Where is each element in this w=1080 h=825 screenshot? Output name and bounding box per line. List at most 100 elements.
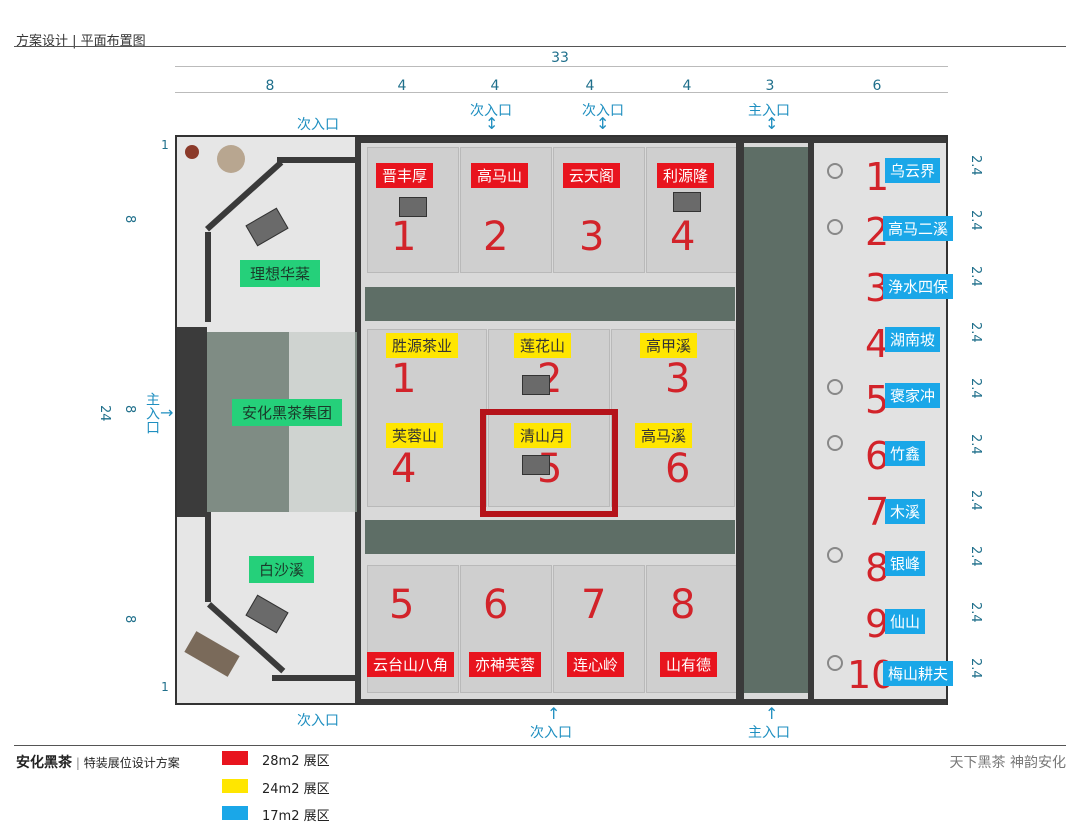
legend-swatch-yellow <box>222 779 248 793</box>
wall <box>205 232 211 322</box>
vertical-corridor <box>744 147 808 693</box>
entrance-secondary-bottom: 次入口 <box>530 725 572 741</box>
wall <box>205 507 211 602</box>
booth-label-blue: 竹鑫 <box>885 441 926 466</box>
arrow-right-icon: → <box>160 403 174 422</box>
dim-right-8: 2.4 <box>968 546 983 567</box>
dim-left-total: 24 <box>97 405 112 422</box>
wall <box>360 699 946 705</box>
entrance-secondary-bottom-left: 次入口 <box>297 713 339 729</box>
entrance-secondary-top-1: 次入口 <box>470 103 512 119</box>
booth-label-blue: 木溪 <box>885 499 926 524</box>
legend-label: 24m2 展区 <box>262 782 330 797</box>
arrow-updown-icon: ↕ <box>596 114 610 133</box>
booth-number: 8 <box>670 582 696 628</box>
seat-icon <box>827 379 843 395</box>
page-title: 方案设计 | 平面布置图 <box>16 30 146 49</box>
table-icon <box>399 197 427 217</box>
wall <box>360 137 946 143</box>
wall <box>808 143 814 699</box>
dim-right-5: 2.4 <box>968 378 983 399</box>
legend-label: 17m2 展区 <box>262 809 330 824</box>
dim-right-6: 2.4 <box>968 434 983 455</box>
dim-right-1: 2.4 <box>968 155 983 176</box>
dim-left-2: 8 <box>122 215 137 224</box>
entrance-main-top: 主入口 <box>748 103 790 119</box>
arrow-updown-icon: ↕ <box>485 114 499 133</box>
booth-label-blue: 褒家冲 <box>885 383 941 408</box>
header-rule <box>14 46 1066 47</box>
dim-right-2: 2.4 <box>968 210 983 231</box>
booth-label-blue: 浄水四保 <box>883 274 954 299</box>
booth-label-blue: 银峰 <box>885 551 926 576</box>
booth-label-red: 亦神芙蓉 <box>469 652 542 677</box>
dim-right-10: 2.4 <box>968 658 983 679</box>
arrow-up-icon: ↑ <box>765 704 779 723</box>
highlight-box <box>480 409 618 517</box>
zone-label-green: 安化黑茶集团 <box>232 399 343 426</box>
footer-rule <box>14 745 1066 746</box>
booth-number: 3 <box>579 214 605 260</box>
dim-right-3: 2.4 <box>968 266 983 287</box>
booth-label-yellow: 胜源茶业 <box>386 333 459 358</box>
header-title: 方案设计 <box>16 34 69 49</box>
dim-left-3: 8 <box>122 405 137 414</box>
footer-slogan: 天下黑茶 神韵安化 <box>949 755 1066 771</box>
booth-label-blue: 仙山 <box>885 609 926 634</box>
booth-number: 5 <box>389 582 415 628</box>
dim-seg-3: 4 <box>490 78 500 94</box>
dim-left-5: 1 <box>161 680 169 694</box>
seat-icon <box>827 655 843 671</box>
booth-label-red: 连心岭 <box>567 652 625 677</box>
dim-seg-4: 4 <box>585 78 595 94</box>
wall <box>736 143 744 699</box>
booth-label-red: 云台山八角 <box>367 652 455 677</box>
corridor <box>365 287 735 321</box>
booth-label-yellow: 高马溪 <box>635 423 693 448</box>
dim-total: 33 <box>551 50 569 66</box>
dim-line-segments <box>175 92 948 93</box>
booth-label-red: 晋丰厚 <box>376 163 434 188</box>
dim-right-4: 2.4 <box>968 322 983 343</box>
header-separator: | <box>72 34 81 49</box>
dim-right-7: 2.4 <box>968 490 983 511</box>
seat-icon <box>827 435 843 451</box>
booth-label-yellow: 莲花山 <box>514 333 572 358</box>
plant-icon <box>185 145 199 159</box>
booth <box>367 329 487 507</box>
seat-icon <box>827 163 843 179</box>
booth <box>611 329 735 507</box>
dim-seg-5: 4 <box>682 78 692 94</box>
booth-number: 1 <box>391 214 417 260</box>
footer-left-text: 特装展位设计方案 <box>83 756 180 770</box>
booth <box>488 329 610 507</box>
dim-seg-6: 3 <box>765 78 775 94</box>
seat-icon <box>827 219 843 235</box>
wall <box>277 157 357 163</box>
footer-left: 安化黑茶 | 特装展位设计方案 <box>16 755 180 771</box>
dim-seg-1: 8 <box>265 78 275 94</box>
zone-label-green: 白沙溪 <box>249 556 315 583</box>
arrow-updown-icon: ↕ <box>765 114 779 133</box>
booth-label-red: 云天阁 <box>563 163 621 188</box>
dim-right-9: 2.4 <box>968 602 983 623</box>
dim-seg-2: 4 <box>397 78 407 94</box>
booth-label-blue: 湖南坡 <box>885 327 941 352</box>
booth-number: 3 <box>665 356 691 402</box>
seat-icon <box>827 547 843 563</box>
round-table-icon <box>217 145 245 173</box>
booth-number: 4 <box>391 446 417 492</box>
zone-label-green: 理想华棻 <box>240 260 321 287</box>
booth-label-red: 利源隆 <box>657 163 715 188</box>
booth-label-red: 山有德 <box>660 652 718 677</box>
legend-swatch-blue <box>222 806 248 820</box>
booth-number: 2 <box>483 214 509 260</box>
corridor <box>365 520 735 554</box>
main-gate <box>177 327 207 517</box>
arrow-up-icon: ↑ <box>547 704 561 723</box>
entrance-secondary-top-2: 次入口 <box>582 103 624 119</box>
booth-label-red: 高马山 <box>471 163 529 188</box>
dim-left-1: 1 <box>161 138 169 152</box>
booth-label-yellow: 清山月 <box>514 423 572 448</box>
entrance-secondary-top-left: 次入口 <box>297 117 339 133</box>
